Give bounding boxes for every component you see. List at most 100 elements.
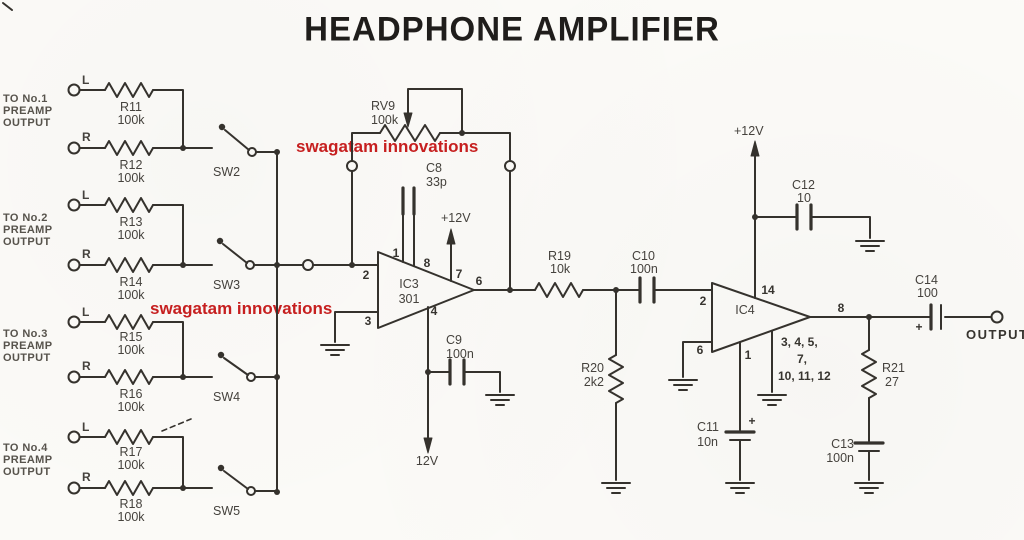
- cap-value: 100: [917, 286, 938, 300]
- resistor-ref: R19: [548, 249, 571, 263]
- pin-number: 8: [424, 256, 431, 270]
- c12-cap: [795, 203, 813, 231]
- c8-cap: [401, 186, 416, 216]
- pot-resistor-body: [379, 124, 441, 142]
- interstage-network: R19 10k C10 100n R20 2k2: [473, 249, 713, 494]
- output-network: R21 27 C13 100n + C14 100 OUTPUT: [809, 273, 1024, 494]
- pot-ref: RV9: [371, 99, 395, 113]
- c9-cap: [448, 358, 466, 386]
- wire: [334, 311, 379, 343]
- switch-contact-dot: [216, 237, 224, 245]
- switch-pivot: [246, 486, 256, 496]
- junction-dot: [274, 489, 280, 495]
- switch-contact-dot: [217, 351, 225, 359]
- junction-dot: [180, 485, 186, 491]
- wire: [439, 132, 511, 291]
- resistor-r15: [104, 314, 154, 330]
- channel-l-label: L: [82, 420, 89, 434]
- input2-left-terminal: [67, 198, 81, 212]
- resistor-ref: R17: [120, 445, 143, 459]
- switch-label: SW5: [213, 504, 240, 518]
- output-label: OUTPUT: [966, 327, 1024, 342]
- channel-r-label: R: [82, 130, 91, 144]
- pin-number: 2: [700, 294, 707, 308]
- switch-pivot: [246, 372, 256, 382]
- opamp-ic3: IC3 301 2 3 1 8 7 6 4 C8 33p +1: [320, 161, 515, 468]
- input3-left-terminal: [67, 315, 81, 329]
- pin-number: 4: [431, 304, 438, 318]
- input4-label: TO No.4: [3, 442, 48, 454]
- c10-cap: [638, 276, 656, 304]
- resistor-ref: R11: [120, 100, 142, 114]
- cap-value: 10n: [697, 435, 718, 449]
- wire: [682, 341, 713, 378]
- cap-ref: C11: [697, 420, 719, 434]
- watermark-top: swagatam innovations: [296, 137, 479, 156]
- resistor-value: 100k: [117, 510, 145, 524]
- resistor-r16: [104, 369, 154, 385]
- ground-icon: [725, 482, 755, 494]
- resistor-r20: [608, 354, 624, 404]
- pot-wiper-wire: [407, 88, 463, 134]
- pin-number: 8: [838, 301, 845, 315]
- resistor-ref: R16: [120, 387, 143, 401]
- amp-triangle: [711, 282, 811, 353]
- gnd-pin-list: 3, 4, 5,: [781, 335, 818, 349]
- resistor-ref: R20: [581, 361, 604, 375]
- ground-icon: [668, 379, 698, 391]
- resistor-value: 100k: [117, 458, 145, 472]
- resistor-value: 100k: [117, 343, 145, 357]
- gnd-pin-list: 10, 11, 12: [778, 369, 831, 383]
- input3-label: OUTPUT: [3, 352, 51, 364]
- cap-value: 100n: [826, 451, 854, 465]
- junction-dot: [507, 287, 513, 293]
- ic-part: 301: [399, 292, 420, 306]
- resistor-ref: R18: [120, 497, 143, 511]
- wire: [79, 321, 213, 378]
- supply-arrow-down-icon: [423, 437, 433, 454]
- wire: [351, 132, 381, 266]
- input4-left-terminal: [67, 430, 81, 444]
- supply-pos-label: +12V: [734, 124, 764, 138]
- watermark-middle: swagatam innovations: [150, 299, 333, 318]
- mix-bus: [274, 149, 379, 495]
- junction-dot: [274, 149, 280, 155]
- cap-value: 100n: [446, 347, 474, 361]
- cap-ref: C8: [426, 161, 442, 175]
- input1-left-terminal: [67, 83, 81, 97]
- wire: [402, 213, 415, 267]
- resistor-ref: R13: [120, 215, 143, 229]
- cap-value: 100n: [630, 262, 658, 276]
- input3-right-terminal: [67, 370, 81, 384]
- pin-number: 14: [761, 283, 775, 297]
- polarity-plus: +: [748, 414, 755, 428]
- junction-dot: [180, 374, 186, 380]
- wire: [79, 436, 213, 489]
- switch-lever: [223, 470, 249, 490]
- switch-label: SW3: [213, 278, 240, 292]
- input1-label: TO No.1: [3, 93, 48, 105]
- switch-label: SW2: [213, 165, 240, 179]
- pin-number: 6: [697, 343, 704, 357]
- input1-right-terminal: [67, 141, 81, 155]
- c13-cap-plate: [858, 450, 880, 481]
- input-group-4: TO No.4 PREAMP OUTPUT L R R17 100k R18 1…: [3, 418, 278, 524]
- ic-ref: IC4: [735, 303, 755, 317]
- resistor-r12: [104, 140, 154, 156]
- switch-pivot: [245, 260, 255, 270]
- supply-neg-label: 12V: [416, 454, 439, 468]
- resistor-r14: [104, 257, 154, 273]
- input3-label: PREAMP: [3, 340, 52, 352]
- supply-arrow-up-icon: [446, 228, 456, 245]
- resistor-value: 100k: [117, 171, 145, 185]
- pin-number: 6: [476, 274, 483, 288]
- pot-rv9: RV9 100k: [346, 88, 516, 291]
- wire: [427, 371, 501, 393]
- output-terminal: [990, 310, 1004, 324]
- junction-dot: [180, 145, 186, 151]
- input2-label: TO No.2: [3, 212, 48, 224]
- pin-number: 2: [363, 268, 370, 282]
- ground-icon: [601, 482, 631, 494]
- cap-ref: C12: [792, 178, 815, 192]
